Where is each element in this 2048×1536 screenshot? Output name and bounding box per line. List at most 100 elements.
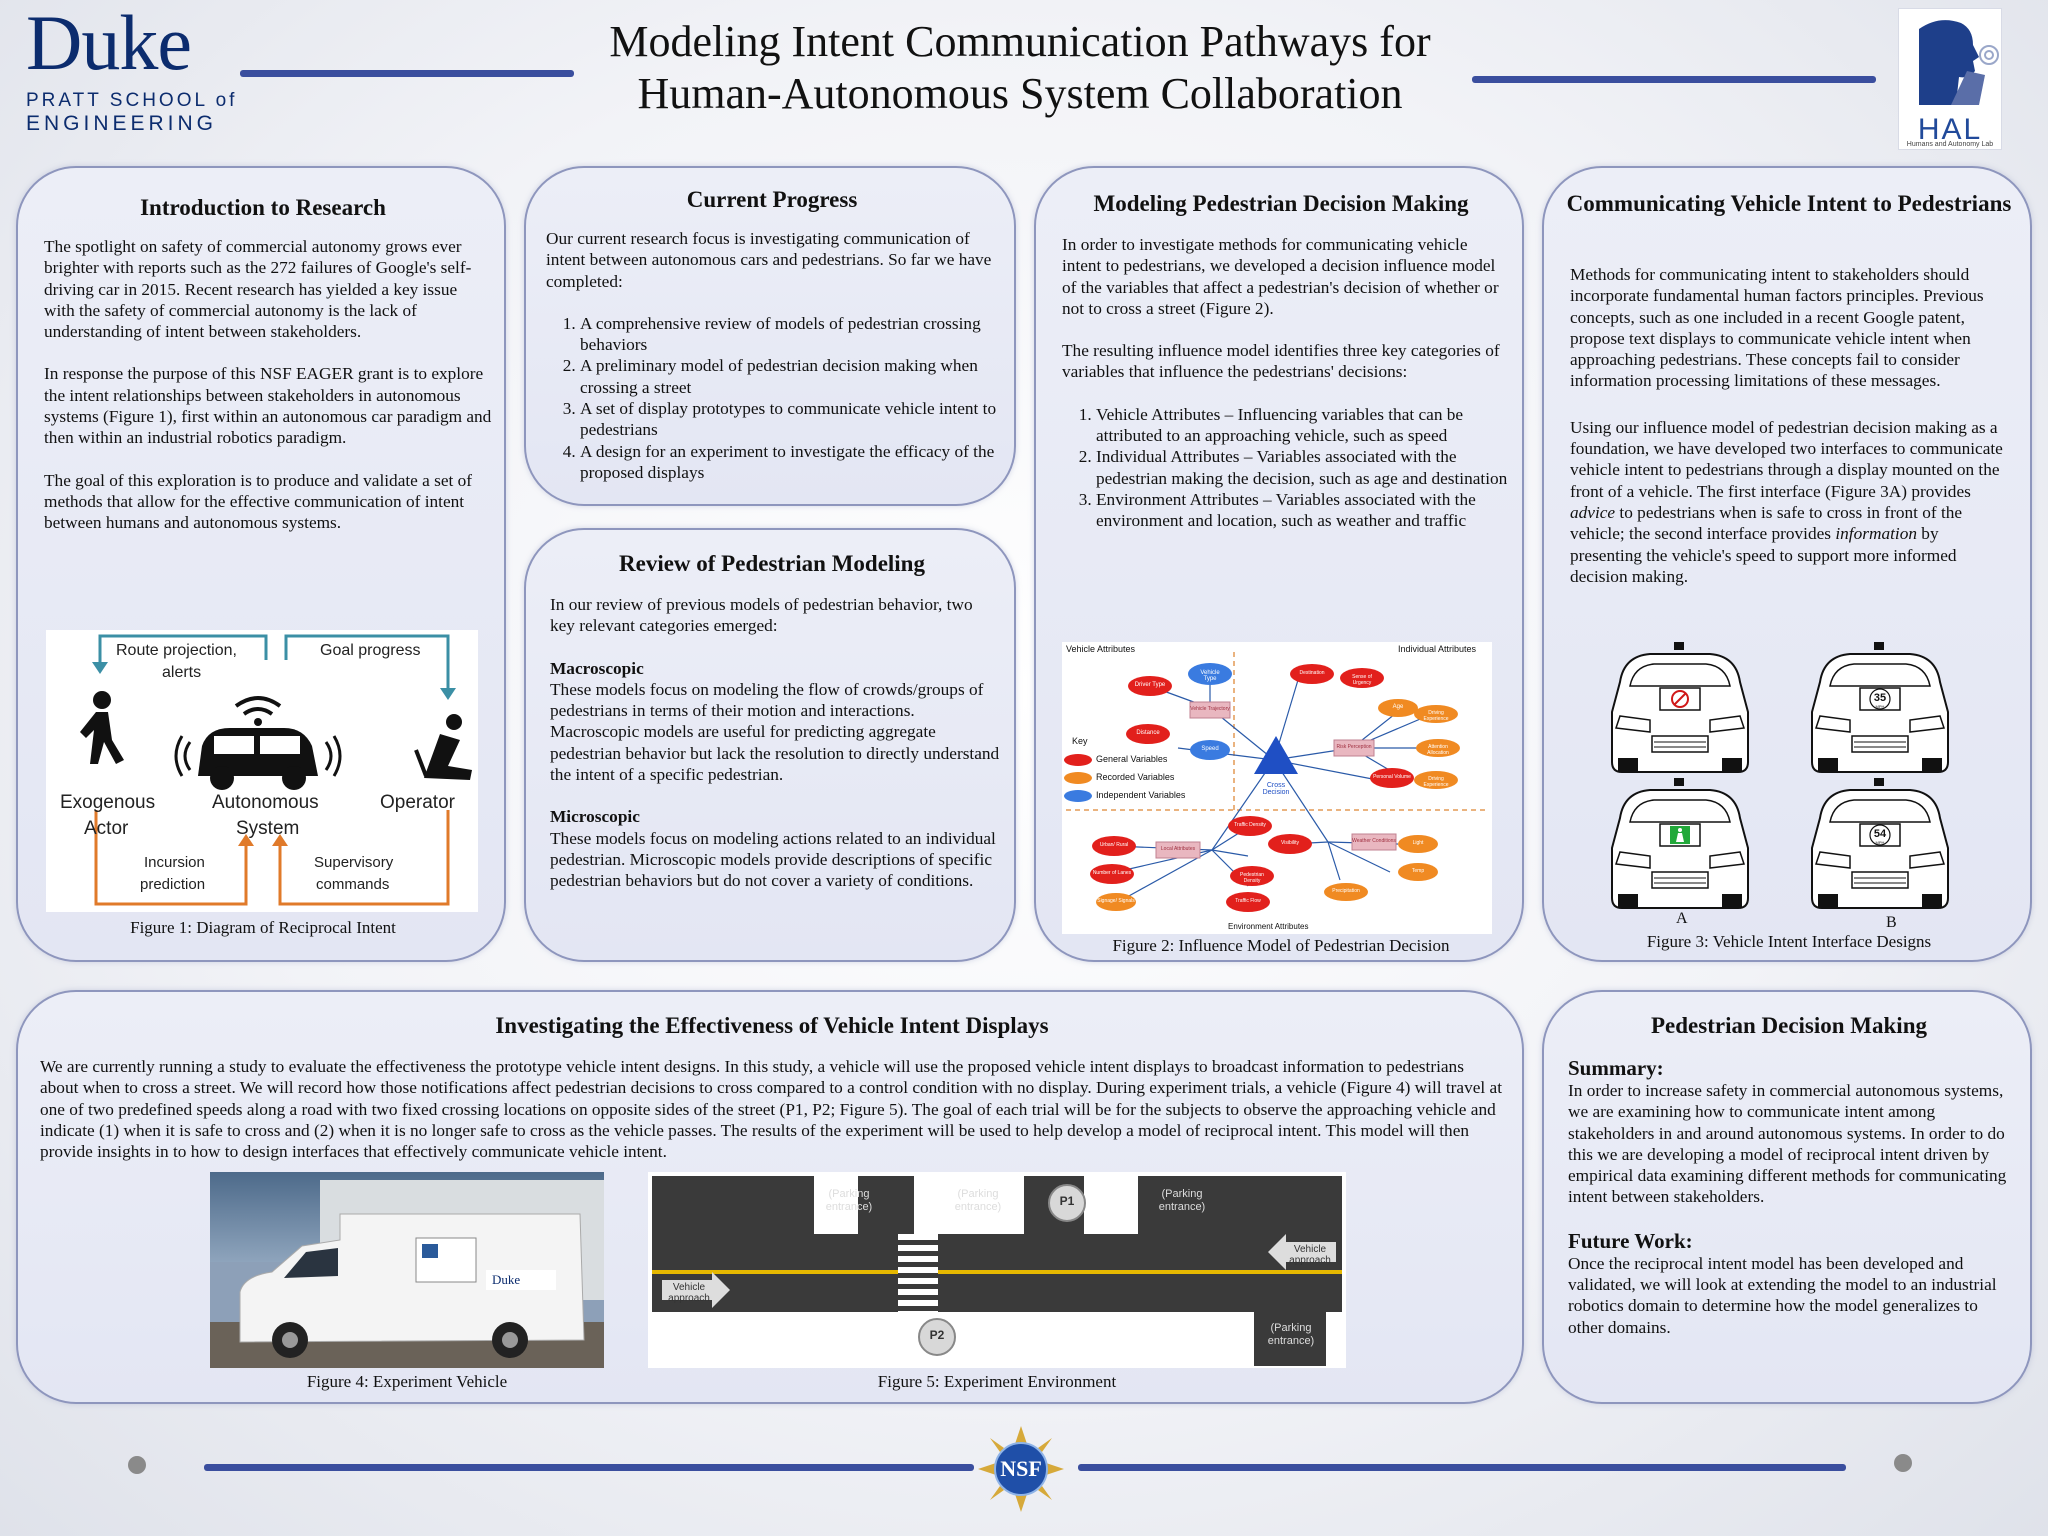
- poster-title: Modeling Intent Communication Pathways f…: [609, 17, 1431, 118]
- communicating-heading: Communicating Vehicle Intent to Pedestri…: [1566, 191, 2012, 216]
- duke-logo: Duke: [26, 0, 192, 86]
- traffic-density-node: Traffic Density: [1234, 822, 1266, 828]
- attribute-item: Vehicle Attributes – Influencing variabl…: [1096, 404, 1510, 447]
- arrow-right-icon: [662, 1272, 730, 1308]
- experiment-vehicle-photo: Duke: [210, 1172, 604, 1368]
- vehicle-approach-label: Vehicle approach: [668, 1282, 710, 1304]
- supervisory-label: Supervisory: [314, 854, 394, 871]
- figure-2-caption: Figure 2: Influence Model of Pedestrian …: [1112, 936, 1450, 955]
- pedestrian-density-node: Pedestrian Density: [1240, 872, 1264, 884]
- independent-variables-label: Independent Variables: [1096, 790, 1186, 800]
- parking-entrance-label: (Parking entrance): [825, 1188, 873, 1213]
- cross-decision-label: Cross Decision: [1262, 782, 1290, 796]
- precipitation-node: Precipitation: [1332, 888, 1360, 894]
- investigating-text: We are currently running a study to eval…: [40, 1057, 1502, 1162]
- prediction-label: prediction: [140, 876, 206, 893]
- modeling-panel: Modeling Pedestrian Decision Making In o…: [1034, 166, 1524, 962]
- p1-label: P1: [1059, 1194, 1075, 1208]
- figure-5-caption: Figure 5: Experiment Environment: [877, 1372, 1117, 1391]
- vehicle-approach-label: Vehicle approach: [1289, 1244, 1331, 1266]
- speed-display-1: [1869, 688, 1891, 710]
- operator-icon: [414, 714, 472, 780]
- decision-text: Summary: In order to increase safety in …: [1568, 1056, 2007, 1337]
- nsf-wordmark: NSF: [1000, 1456, 1042, 1481]
- environment-attributes-label: Environment Attributes: [1228, 922, 1309, 931]
- header-rule-left: [240, 70, 574, 77]
- review-panel: Review of Pedestrian Modeling In our rev…: [524, 528, 1016, 962]
- local-attributes-node: Local Attributes: [1160, 846, 1196, 852]
- risk-perception-node: Risk Perception: [1336, 744, 1372, 750]
- autonomous-label: Autonomous: [212, 792, 319, 813]
- vehicle-type-node: Vehicle Type: [1200, 670, 1220, 682]
- visibility-node: Visibility: [1281, 840, 1299, 846]
- speed-unit-1: MPH: [1875, 704, 1885, 709]
- attribute-item: Environment Attributes – Variables assoc…: [1096, 489, 1510, 532]
- arrow-left-icon: [1268, 1234, 1336, 1270]
- alerts-label: alerts: [162, 664, 202, 681]
- key-label: Key: [1072, 736, 1088, 746]
- parking-entrance-label: (Parking entrance): [1267, 1322, 1315, 1347]
- walk-icon: [1670, 826, 1690, 844]
- influence-model-figure: Vehicle Attributes Individual Attributes…: [1062, 642, 1492, 934]
- hal-subtitle: Humans and Autonomy Lab: [1906, 141, 1994, 148]
- footer-rule-left: [204, 1464, 974, 1471]
- p1-marker: [1048, 1184, 1086, 1222]
- progress-item: A design for an experiment to investigat…: [580, 441, 1002, 484]
- urban-rural-node: Urban/ Rural: [1099, 842, 1129, 848]
- progress-item: A comprehensive review of models of pede…: [580, 313, 1002, 356]
- parking-entrance-label: (Parking entrance): [954, 1188, 1002, 1213]
- system-label: System: [236, 818, 300, 839]
- speed-display-2: [1869, 824, 1891, 846]
- investigating-panel: Investigating the Effectiveness of Vehic…: [16, 990, 1524, 1404]
- driving-experience-2-node: Driving Experience: [1423, 776, 1449, 788]
- urgency-node: Sense of Urgency: [1352, 674, 1372, 686]
- speed-unit-2: MPH: [1875, 840, 1885, 845]
- modeling-text: In order to investigate methods for comm…: [1062, 234, 1510, 532]
- progress-heading: Current Progress: [686, 187, 858, 212]
- do-not-cross-icon: [1671, 690, 1689, 708]
- reciprocal-intent-figure: Route projection, alerts Goal progress E…: [46, 630, 478, 912]
- vehicle-trajectory-node: Vehicle Trajectory: [1190, 706, 1230, 712]
- destination-node: Destination: [1299, 670, 1325, 676]
- figure-3-caption: Figure 3: Vehicle Intent Interface Desig…: [1646, 932, 1932, 951]
- footer-dot-left: [128, 1456, 146, 1474]
- distance-node: Distance: [1136, 730, 1160, 736]
- nsf-logo: NSF: [978, 1426, 1064, 1512]
- figure-4-caption: Figure 4: Experiment Vehicle: [306, 1372, 508, 1391]
- intro-panel: Introduction to Research The spotlight o…: [16, 166, 506, 962]
- duke-school-label: PRATT SCHOOL of: [26, 90, 238, 111]
- signage-node: Signage/ Signals: [1097, 898, 1135, 904]
- vehicle-interface-figure: [1611, 642, 1949, 909]
- decision-panel: Pedestrian Decision Making Summary: In o…: [1542, 990, 2032, 1404]
- speed-value-1: 35: [1873, 692, 1887, 704]
- communicating-text: Methods for communicating intent to stak…: [1570, 265, 2003, 586]
- attention-node: Attention Allocation: [1427, 744, 1449, 756]
- lanes-node: Number of Lanes: [1092, 870, 1132, 876]
- communicating-panel: Communicating Vehicle Intent to Pedestri…: [1542, 166, 2032, 962]
- interface-a-label: A: [1676, 910, 1688, 927]
- personal-volume-node: Personal Volume: [1373, 774, 1411, 780]
- progress-panel: Current Progress Our current research fo…: [524, 166, 1016, 506]
- recorded-variables-label: Recorded Variables: [1096, 772, 1175, 782]
- driving-experience-node: Driving Experience: [1423, 710, 1449, 722]
- hal-head-icon: [1919, 20, 1999, 105]
- driver-type-node: Driver Type: [1134, 682, 1166, 688]
- weather-node: Weather Conditions: [1352, 838, 1396, 844]
- operator-label: Operator: [380, 792, 455, 813]
- p2-marker: [918, 1318, 956, 1356]
- light-node: Light: [1412, 840, 1424, 846]
- autonomous-car-icon: [174, 696, 342, 790]
- modeling-heading: Modeling Pedestrian Decision Making: [1093, 191, 1469, 216]
- review-text: In our review of previous models of pede…: [550, 595, 1000, 891]
- speed-value-2: 54: [1873, 828, 1887, 840]
- header-rule-right: [1472, 76, 1876, 83]
- commands-label: commands: [316, 876, 390, 893]
- review-heading: Review of Pedestrian Modeling: [619, 551, 925, 576]
- footer-dot-right: [1894, 1454, 1912, 1472]
- footer-rule-right: [1078, 1464, 1846, 1471]
- intro-heading: Introduction to Research: [140, 195, 386, 220]
- intro-text: The spotlight on safety of commercial au…: [44, 237, 492, 533]
- attribute-item: Individual Attributes – Variables associ…: [1096, 446, 1510, 489]
- pedestrian-icon: [80, 691, 124, 764]
- progress-item: A set of display prototypes to communica…: [580, 398, 1002, 441]
